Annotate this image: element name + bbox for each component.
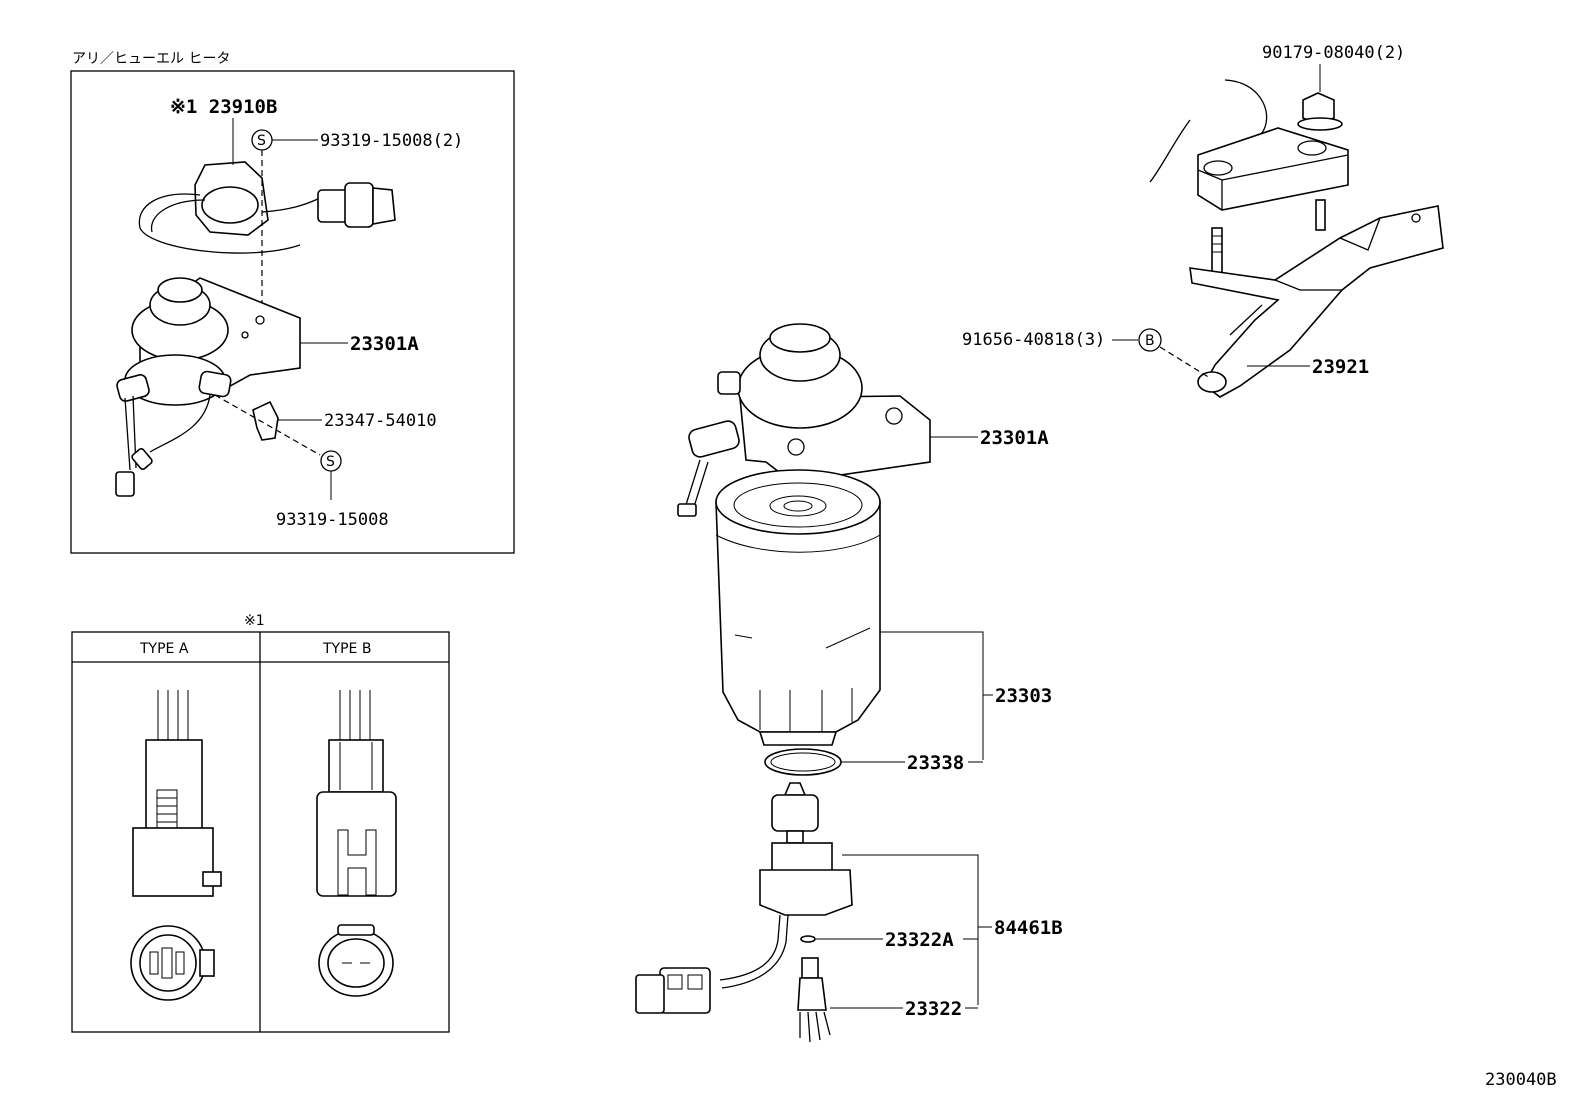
inset-frame	[70, 70, 515, 554]
callout-23322: 23322	[905, 998, 962, 1020]
type-b-connector-drawing	[316, 690, 397, 997]
callout-93319-15008: 93319-15008	[276, 510, 389, 530]
callout-91656-40818-3: 91656-40818(3)	[962, 330, 1105, 350]
callout-23322a: 23322A	[885, 929, 954, 951]
callout-84461b: 84461B	[994, 917, 1063, 939]
clip-23347-drawing	[252, 400, 279, 441]
bolt-90179-drawing	[1297, 92, 1343, 131]
s-mark-label-2: S	[326, 454, 335, 470]
callout-23303: 23303	[995, 685, 1052, 707]
callout-93319-15008-2: 93319-15008(2)	[320, 131, 463, 151]
bracket-23921-drawing	[1189, 199, 1444, 398]
type-table-note: ※1	[244, 613, 265, 629]
s-mark-label: S	[257, 133, 266, 149]
inset-title: アリ／ヒューエル ヒータ	[72, 51, 230, 67]
figure-id: 230040B	[1485, 1070, 1557, 1090]
type-b-header: TYPE B	[322, 641, 371, 657]
guide-clip	[214, 394, 321, 456]
guide-91656	[1159, 346, 1211, 379]
callout-23921: 23921	[1312, 356, 1369, 378]
type-a-connector-drawing	[130, 690, 222, 1001]
sensor-plug-drawing	[797, 957, 831, 1043]
filter-head-main-drawing	[677, 323, 931, 517]
filter-element-drawing	[715, 469, 881, 746]
callout-23338: 23338	[907, 752, 964, 774]
heater-sensor-drawing	[138, 161, 396, 254]
bracket-23303	[880, 631, 984, 760]
callout-23301a-main: 23301A	[980, 427, 1049, 449]
o-ring-small-drawing	[800, 935, 816, 943]
type-a-header: TYPE A	[139, 641, 189, 657]
b-mark-icon	[1138, 328, 1162, 352]
water-sensor-drawing	[635, 782, 853, 1014]
callout-23347-54010: 23347-54010	[324, 411, 437, 431]
engine-mount-drawing	[1149, 79, 1349, 211]
callout-90179-08040-2: 90179-08040(2)	[1262, 43, 1405, 63]
o-ring-inner	[770, 752, 836, 772]
callout-23301a-inset: 23301A	[350, 333, 419, 355]
bracket-84461b	[842, 854, 979, 1005]
callout-23910b: ※1 23910B	[170, 96, 277, 118]
filter-head-inset-drawing	[115, 277, 301, 497]
b-mark-label: B	[1145, 333, 1155, 349]
